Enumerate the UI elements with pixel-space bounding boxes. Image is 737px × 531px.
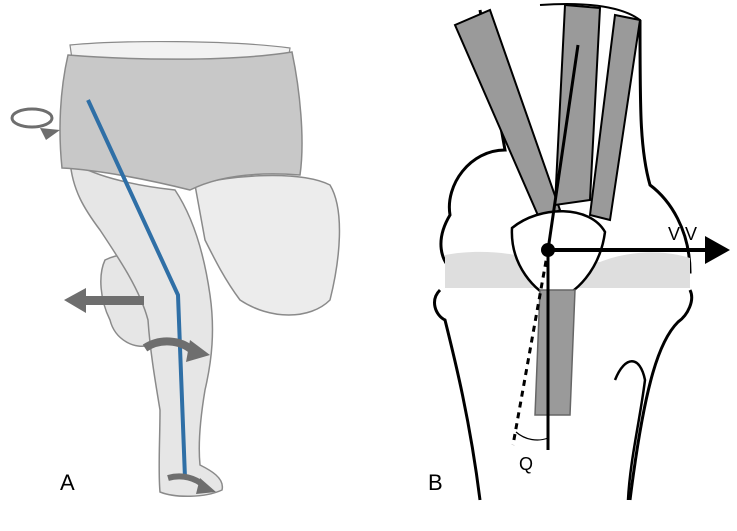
- quadriceps-tendon-left: [455, 10, 560, 220]
- panel-a: A: [12, 42, 339, 497]
- back-thigh: [195, 176, 339, 315]
- quadriceps-tendon-center: [555, 5, 600, 205]
- panel-b: V V Q B: [428, 4, 730, 500]
- vector-label: V V: [668, 224, 697, 244]
- q-angle-arc-icon: [516, 432, 548, 440]
- patellar-tendon: [535, 290, 575, 415]
- panel-a-label: A: [60, 470, 75, 495]
- panel-b-label: B: [428, 470, 443, 495]
- q-angle-label: Q: [519, 454, 533, 474]
- pelvis-rotation-arrow-icon: [12, 109, 60, 140]
